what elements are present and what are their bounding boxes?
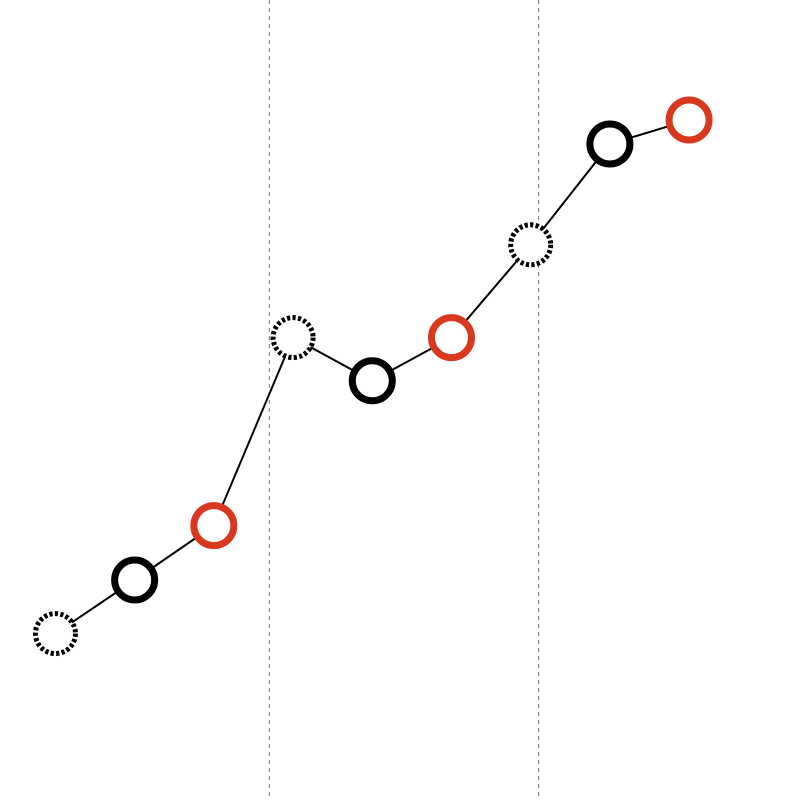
- data-point-7-dashed: [508, 222, 554, 268]
- data-point-6-orange: [427, 314, 475, 362]
- data-point-5-black: [348, 357, 396, 405]
- data-point-4-dashed: [270, 315, 316, 361]
- data-point-3-orange: [190, 502, 238, 550]
- data-point-8-black: [586, 120, 634, 168]
- data-point-9-orange: [665, 96, 713, 144]
- divider-layer: [268, 0, 540, 800]
- marker-layer: [32, 96, 713, 657]
- data-point-1-dashed: [32, 611, 78, 657]
- data-point-2-black: [111, 556, 159, 604]
